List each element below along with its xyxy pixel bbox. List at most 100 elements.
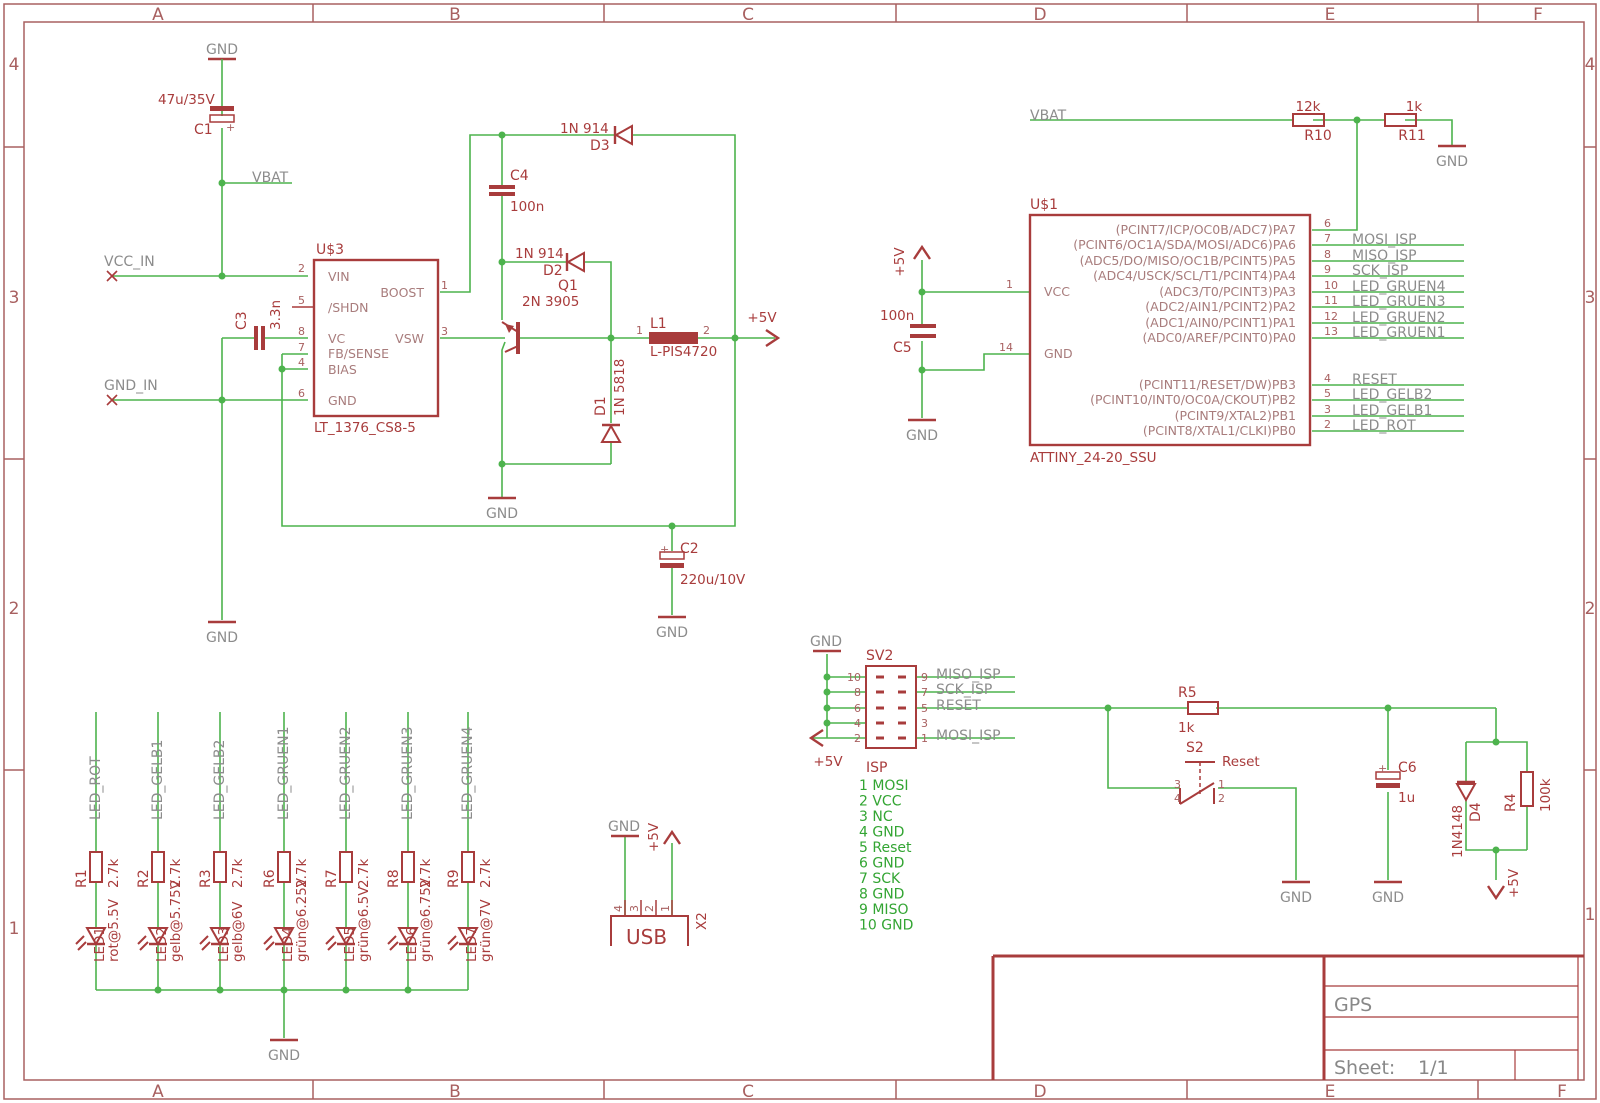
led-net-label: LED_ROT: [88, 756, 104, 820]
row-label-3: 3: [9, 288, 20, 308]
isp-pin-net-label: MISO_ISP: [936, 667, 1001, 683]
led-light-rays-icon: [137, 935, 149, 951]
svg-text:+: +: [1378, 762, 1387, 775]
u1-pin-label: (PCINT11/RESET/DW)PB3: [1139, 377, 1296, 392]
svg-text:VSW: VSW: [395, 331, 424, 346]
led-diode-icon: [85, 927, 107, 947]
row-label-2: 2: [9, 599, 20, 619]
svg-text:C1: C1: [194, 122, 213, 138]
u1-pin-label: (ADC2/AIN1/PCINT2)PA2: [1145, 299, 1296, 314]
svg-text:1: 1: [659, 905, 672, 912]
svg-text:C4: C4: [510, 168, 529, 184]
svg-text:1: 1: [441, 279, 448, 292]
led-net-label: LED_GRUEN4: [460, 726, 476, 820]
led-name: LED6: [404, 927, 420, 962]
led-name: LED7: [464, 927, 480, 962]
led-resistor-value: 2.7k: [294, 859, 310, 888]
svg-text:VIN: VIN: [328, 269, 350, 284]
u1-pin-net-label: LED_GRUEN3: [1352, 294, 1445, 310]
plus5v-arrow-symbol: +5V: [747, 310, 781, 347]
led-diode-icon: [397, 927, 419, 947]
capacitor-c5: 100n C5: [880, 308, 936, 356]
svg-text:Reset: Reset: [1222, 754, 1260, 770]
resistor-r11: 1k R11: [1384, 99, 1426, 144]
led-value: grün@6.75V: [418, 877, 434, 962]
svg-text:1: 1: [1218, 778, 1225, 791]
gnd-symbol: GND: [608, 819, 640, 838]
led-light-rays-icon: [263, 935, 275, 951]
switch-s2-reset: S2 Reset 3 4 1 2: [1174, 740, 1260, 805]
u1-pin-label: (PCINT9/XTAL2)PB1: [1175, 408, 1296, 423]
svg-text:GND: GND: [1372, 890, 1404, 906]
u1-pin-net-label: LED_GELB2: [1352, 387, 1432, 403]
svg-text:R10: R10: [1304, 128, 1332, 144]
inductor-l1: L1 1 2 L1 L-PIS4720: [636, 316, 717, 360]
u1-pin-net-label: LED_GELB1: [1352, 403, 1432, 419]
svg-text:47u/35V: 47u/35V: [158, 92, 215, 108]
svg-text:GND: GND: [486, 506, 518, 522]
led-light-rays-icon: [75, 935, 87, 951]
led-series-resistor: [401, 851, 415, 883]
led-resistor-value: 2.7k: [356, 859, 372, 888]
isp-pin-net-label: RESET: [936, 698, 981, 714]
svg-text:100n: 100n: [510, 199, 544, 215]
led-name: LED5: [342, 927, 358, 962]
led-name: LED2: [154, 927, 170, 962]
col-label-e-bottom: E: [1325, 1082, 1336, 1102]
diode-d2: 1N 914 D2: [515, 246, 585, 279]
led-light-rays-icon: [447, 935, 459, 951]
svg-text:ATTINY_24-20_SSU: ATTINY_24-20_SSU: [1030, 450, 1157, 466]
isp-legend-item: 2 VCC: [859, 794, 902, 810]
led-series-resistor: [461, 851, 475, 883]
svg-text:1u: 1u: [1398, 790, 1415, 806]
svg-text:R11: R11: [1398, 128, 1426, 144]
svg-text:GND_IN: GND_IN: [104, 378, 158, 394]
svg-text:3: 3: [441, 325, 448, 338]
svg-text:VBAT: VBAT: [1030, 108, 1067, 124]
isp-pin-net-label: SCK_ISP: [936, 682, 992, 698]
col-label-e: E: [1325, 5, 1336, 25]
col-label-c-bottom: C: [742, 1082, 754, 1102]
svg-text:3.3n: 3.3n: [268, 300, 284, 330]
capacitor-c4: C4 100n: [489, 168, 544, 215]
svg-text:4: 4: [298, 356, 305, 369]
led-resistor-value: 2.7k: [418, 859, 434, 888]
led-name: LED3: [216, 927, 232, 962]
svg-text:1N 5818: 1N 5818: [612, 359, 628, 416]
u1-pin-number: 7: [1324, 232, 1331, 245]
svg-text:VBAT: VBAT: [252, 170, 289, 186]
u1-pin-net-label: LED_GRUEN2: [1352, 310, 1445, 326]
plus5v-arrow-symbol: +5V: [646, 822, 681, 852]
svg-text:1k: 1k: [1406, 99, 1423, 115]
svg-text:3: 3: [628, 905, 641, 912]
svg-text:GND: GND: [906, 428, 938, 444]
svg-text:2: 2: [298, 262, 305, 275]
gnd-symbol: GND: [206, 42, 238, 95]
gnd-symbol: GND: [486, 496, 518, 522]
svg-text:GND: GND: [206, 630, 238, 646]
svg-text:12k: 12k: [1296, 99, 1321, 115]
diode-d4: 1N4148 D4: [1450, 780, 1484, 858]
transistor-q1: Q1 2N 3905: [501, 278, 579, 354]
led-resistor-name: R9: [446, 869, 462, 888]
svg-text:GND: GND: [656, 625, 688, 641]
led-resistor-name: R3: [198, 869, 214, 888]
isp-pin-num-right: 5: [921, 702, 928, 715]
led-resistor-value: 2.7k: [106, 859, 122, 888]
svg-text:7: 7: [298, 341, 305, 354]
svg-text:+5V: +5V: [1506, 868, 1522, 898]
resistor-r5: R5 1k: [1178, 685, 1219, 736]
isp-legend-item: 3 NC: [859, 809, 893, 825]
svg-text:S2: S2: [1186, 740, 1204, 756]
isp-pin-num-right: 7: [921, 686, 928, 699]
svg-text:3: 3: [1174, 778, 1181, 791]
svg-text:1k: 1k: [1178, 720, 1195, 736]
svg-text:BIAS: BIAS: [328, 362, 357, 377]
svg-text:GND: GND: [1280, 890, 1312, 906]
led-resistor-value: 2.7k: [478, 859, 494, 888]
